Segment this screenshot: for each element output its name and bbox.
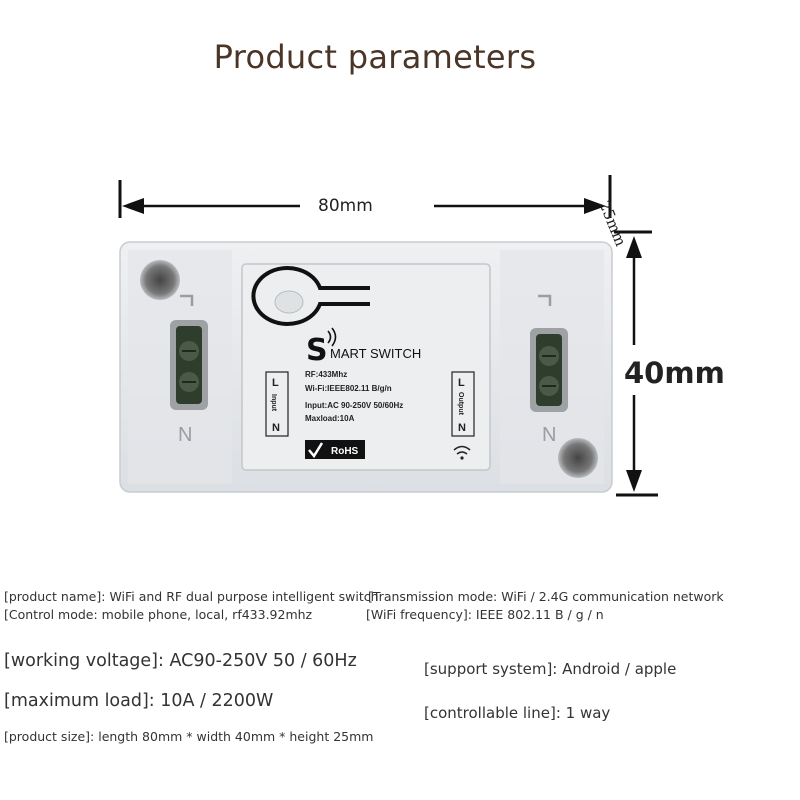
label-maxload: Maxload:10A [305, 414, 355, 423]
spec-product-size: [product size]: length 80mm * width 40mm… [4, 729, 374, 744]
screw-hole-top-left [140, 260, 180, 300]
screw-hole-bottom-right [558, 438, 598, 478]
output-l: L [458, 377, 465, 389]
switch-case: N N S MART SWITCH RF:433Mhz Wi-Fi:IEEE80… [119, 241, 613, 493]
svg-text:RoHS: RoHS [331, 446, 359, 457]
spec-maximum-load: [maximum load]: 10A / 2200W [4, 691, 274, 711]
spec-wifi-frequency: [WiFi frequency]: IEEE 802.11 B / g / n [366, 607, 604, 622]
signal-icon [327, 330, 332, 344]
page-title: Product parameters [213, 38, 537, 76]
output-label: Output [457, 392, 464, 416]
input-l: L [272, 377, 279, 389]
spec-controllable-line: [controllable line]: 1 way [424, 704, 611, 722]
spec-control-mode: [Control mode: mobile phone, local, rf43… [4, 607, 313, 622]
label-wifi: Wi-Fi:IEEE802.11 B/g/n [305, 384, 392, 393]
brand-letter: S [306, 333, 328, 368]
wifi-icon [453, 445, 471, 460]
case-n-right: N [542, 424, 556, 446]
spec-product-name: [product name]: WiFi and RF dual purpose… [4, 589, 379, 604]
check-icon [308, 442, 324, 459]
spec-support-system: [support system]: Android / apple [424, 660, 677, 678]
height-label: 40mm [624, 356, 725, 390]
input-label: Input [270, 394, 277, 412]
input-n: N [272, 422, 280, 434]
case-n-left: N [178, 424, 192, 446]
width-label: 80mm [318, 196, 373, 216]
label-input: Input:AC 90-250V 50/60Hz [305, 401, 403, 410]
spec-transmission-mode: [Transmission mode: WiFi / 2.4G communic… [368, 589, 724, 604]
spec-working-voltage: [working voltage]: AC90-250V 50 / 60Hz [4, 651, 357, 671]
width-dimension [118, 175, 612, 218]
label-rf: RF:433Mhz [305, 370, 347, 379]
device-name: MART SWITCH [330, 346, 421, 361]
output-n: N [458, 422, 466, 434]
height-dimension [614, 230, 658, 497]
